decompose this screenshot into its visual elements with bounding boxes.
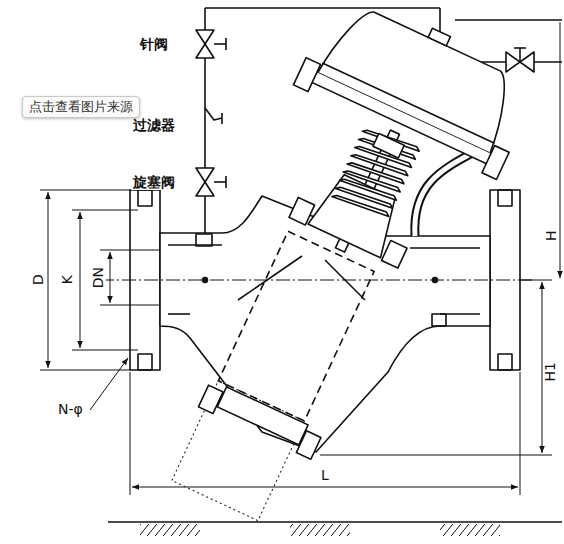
dimension-label: L [319, 468, 331, 483]
dimension-label: N-φ [56, 402, 85, 417]
dimension-label: DN [91, 265, 106, 290]
dimension-label: H [544, 228, 559, 243]
dimension-label: K [60, 273, 75, 286]
button-text: 点击查看图片来源 [29, 99, 133, 114]
filter-label: 过滤器 [131, 118, 177, 133]
dimension-label: D [31, 272, 46, 287]
dimension-label: H1 [543, 360, 558, 383]
source-button: 点击查看图片来源 [22, 96, 140, 118]
valve-label: 旋塞阀 [131, 175, 177, 190]
valve-label: 针阀 [138, 37, 170, 52]
